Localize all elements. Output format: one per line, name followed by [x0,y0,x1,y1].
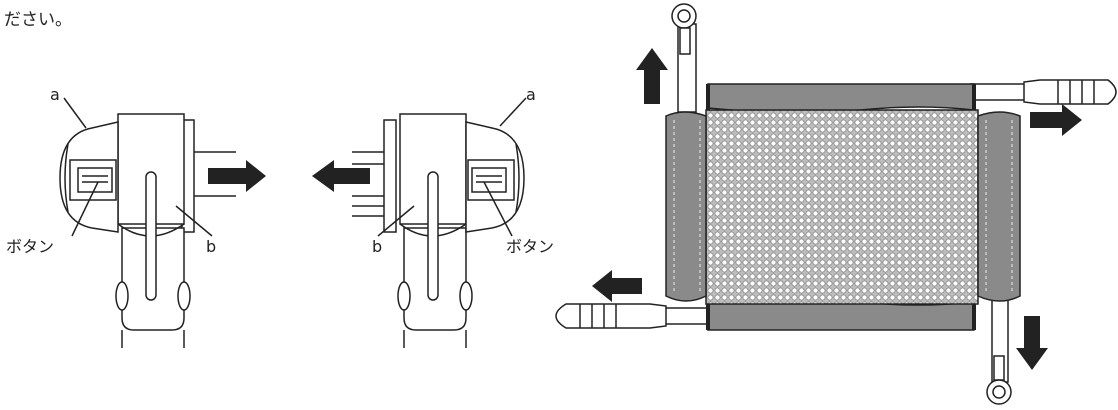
sleeve-left [665,111,707,302]
connector-slot [145,171,157,301]
arrow-up-icon [636,48,668,104]
pole-top-left [671,3,697,113]
connector-right [352,97,527,348]
arrow-right-icon [208,160,266,192]
label-b-left: b [206,237,216,256]
leader-b [175,205,213,237]
sleeve-right [977,111,1021,302]
arrow-left-icon [312,160,370,192]
leader-button [71,181,99,237]
leader-a [499,97,527,127]
connector-left [59,97,236,348]
leader-b [377,205,415,237]
page-header-text: ださい。 [4,10,72,30]
leader-button [483,181,513,237]
arrow-right-icon [1030,104,1082,136]
mesh-panel [705,109,979,305]
connector-plate [383,119,397,233]
label-button-right: ボタン [506,237,554,256]
pole-bottom-right [986,295,1012,405]
label-a-left: a [50,85,60,104]
tube-bottom-left [555,303,721,329]
label-b-right: b [372,237,382,256]
tube-top-right [969,79,1117,105]
leader-a [63,97,87,129]
label-a-right: a [526,85,536,104]
label-button-left: ボタン [6,237,54,256]
arrow-left-icon [592,270,642,302]
connector-slot [427,171,439,301]
arrow-down-icon [1016,316,1048,370]
net-assembly [555,3,1117,405]
band-top [707,83,975,114]
